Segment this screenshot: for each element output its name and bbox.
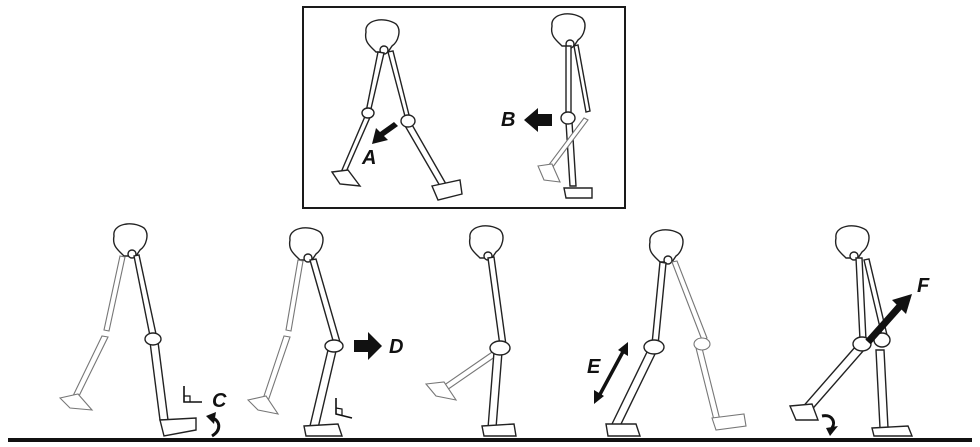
right-angle-marker-d-icon: [335, 398, 353, 419]
label-e: E: [587, 356, 601, 378]
phase-4-figure: [605, 229, 747, 437]
curved-arrow-c-icon: [206, 412, 221, 438]
arrow-a-icon: [372, 122, 398, 144]
label-f: F: [917, 275, 930, 297]
inset-figure-a: [330, 19, 463, 201]
label-d: D: [389, 336, 404, 358]
inset-figure-b: [537, 13, 593, 199]
label-b: B: [501, 109, 516, 131]
label-a: A: [362, 147, 377, 169]
arrow-d-icon: [354, 332, 382, 360]
phase-1-figure: [58, 223, 197, 437]
arrow-f-icon: [865, 294, 912, 345]
phase-5-figure: [788, 225, 914, 437]
curved-arrow-f-icon: [821, 414, 838, 436]
double-arrow-e-icon: [594, 342, 628, 404]
arrow-b-icon: [524, 108, 552, 132]
inset-frame: [302, 6, 626, 209]
phase-3-figure: [424, 225, 517, 437]
ground-line: [8, 438, 972, 442]
label-c: C: [212, 390, 227, 412]
right-angle-marker-c-icon: [183, 386, 202, 403]
phase-2-figure: [246, 227, 344, 437]
